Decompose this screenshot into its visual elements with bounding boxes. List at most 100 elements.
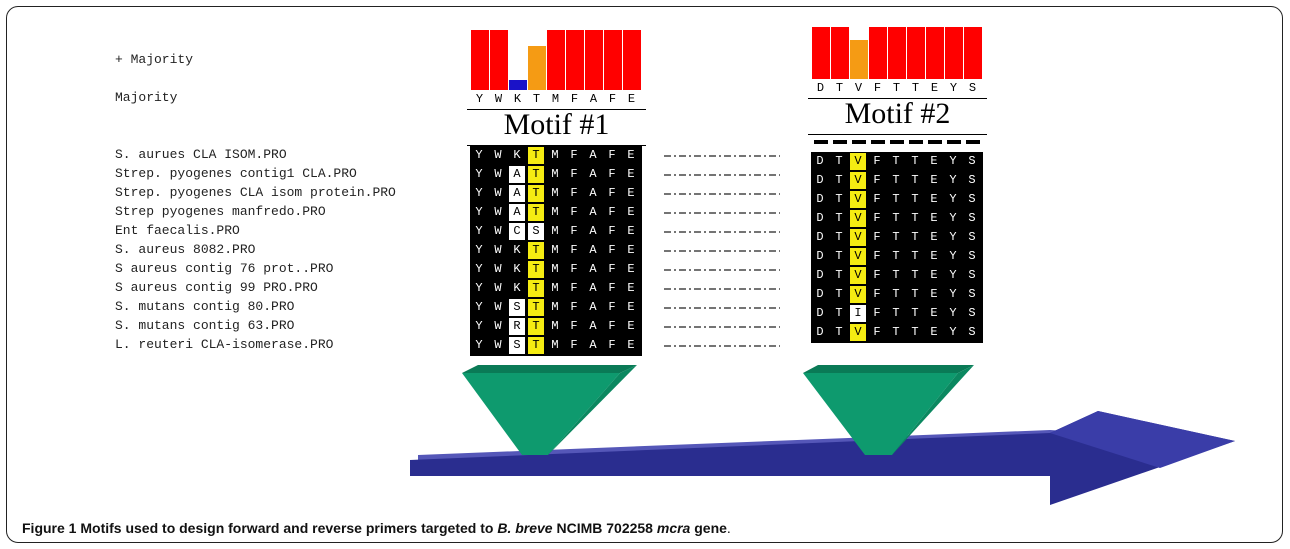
- residue-cell: A: [585, 166, 601, 183]
- residue-cell: S: [964, 229, 980, 246]
- caption-text-1: Motifs used to design forward and revers…: [76, 520, 498, 536]
- residue-cell: T: [528, 147, 544, 164]
- sequence-name: Strep pyogenes manfredo.PRO: [115, 204, 326, 219]
- residue-cell: F: [869, 286, 885, 303]
- residue-cell: T: [907, 172, 923, 189]
- residue-cell: F: [869, 324, 885, 341]
- sequence-name: S. mutans contig 63.PRO: [115, 318, 295, 333]
- residue-cell: T: [888, 267, 904, 284]
- gap-dash: [871, 140, 885, 144]
- residue-cell: V: [850, 267, 866, 284]
- residue-cell: T: [888, 286, 904, 303]
- residue-cell: W: [490, 261, 506, 278]
- residue-cell: A: [585, 204, 601, 221]
- residue-cell: A: [509, 166, 525, 183]
- residue-cell: V: [850, 286, 866, 303]
- conservation-bar: [888, 27, 906, 79]
- residue-cell: M: [547, 337, 563, 354]
- residue-cell: M: [547, 204, 563, 221]
- residue-cell: E: [623, 261, 639, 278]
- residue-cell: F: [869, 191, 885, 208]
- residue-cell: W: [490, 204, 506, 221]
- residue-cell: Y: [945, 153, 961, 170]
- consensus-letter: W: [494, 92, 503, 106]
- residue-cell: V: [850, 324, 866, 341]
- residue-cell: D: [812, 229, 828, 246]
- conservation-bar: [850, 40, 868, 79]
- residue-cell: T: [831, 324, 847, 341]
- residue-cell: A: [585, 261, 601, 278]
- caption-text-2: NCIMB 702258: [552, 520, 657, 536]
- residue-cell: F: [566, 223, 582, 240]
- conservation-bar: [831, 27, 849, 79]
- residue-cell: M: [547, 166, 563, 183]
- consensus-letter: F: [873, 81, 882, 95]
- residue-cell: T: [528, 204, 544, 221]
- residue-cell: A: [509, 204, 525, 221]
- residue-cell: D: [812, 210, 828, 227]
- residue-cell: V: [850, 248, 866, 265]
- residue-cell: F: [869, 267, 885, 284]
- residue-cell: S: [509, 337, 525, 354]
- motif-title: Motif #2: [844, 97, 951, 130]
- residue-cell: E: [623, 223, 639, 240]
- residue-cell: F: [604, 318, 620, 335]
- residue-cell: E: [623, 337, 639, 354]
- consensus-letter: T: [532, 92, 541, 106]
- residue-cell: M: [547, 261, 563, 278]
- residue-cell: V: [850, 210, 866, 227]
- residue-cell: E: [926, 210, 942, 227]
- residue-cell: Y: [945, 210, 961, 227]
- residue-cell: E: [623, 299, 639, 316]
- residue-cell: T: [831, 286, 847, 303]
- residue-cell: T: [831, 248, 847, 265]
- residue-cell: F: [566, 337, 582, 354]
- conservation-bar: [585, 30, 603, 90]
- residue-cell: T: [907, 191, 923, 208]
- sequence-name: Strep. pyogenes CLA isom protein.PRO: [115, 185, 396, 200]
- gene-arrow-head-light: [1050, 411, 1235, 468]
- residue-cell: E: [926, 229, 942, 246]
- residue-cell: W: [490, 299, 506, 316]
- residue-cell: F: [566, 166, 582, 183]
- residue-cell: F: [566, 299, 582, 316]
- residue-cell: W: [490, 318, 506, 335]
- funnel-2-top: [803, 365, 974, 373]
- residue-cell: W: [490, 223, 506, 240]
- residue-cell: F: [869, 172, 885, 189]
- consensus-letter: T: [835, 81, 844, 95]
- consensus-letter: V: [854, 81, 863, 95]
- residue-cell: S: [964, 305, 980, 322]
- caption-prefix: Figure 1: [22, 520, 77, 536]
- sequence-name: S. aureus 8082.PRO: [115, 242, 256, 257]
- residue-cell: I: [850, 305, 866, 322]
- residue-cell: A: [585, 318, 601, 335]
- residue-cell: A: [585, 280, 601, 297]
- consensus-letter: T: [911, 81, 920, 95]
- residue-cell: Y: [471, 166, 487, 183]
- residue-cell: W: [490, 147, 506, 164]
- residue-cell: Y: [945, 286, 961, 303]
- residue-cell: T: [907, 229, 923, 246]
- residue-cell: S: [964, 248, 980, 265]
- residue-cell: F: [604, 299, 620, 316]
- residue-cell: K: [509, 280, 525, 297]
- residue-cell: Y: [945, 191, 961, 208]
- funnel-1-side: [548, 365, 637, 455]
- conservation-bar: [471, 30, 489, 90]
- residue-cell: C: [509, 223, 525, 240]
- residue-cell: S: [528, 223, 544, 240]
- residue-cell: E: [623, 280, 639, 297]
- residue-cell: E: [926, 267, 942, 284]
- residue-cell: W: [490, 242, 506, 259]
- conservation-bar: [528, 46, 546, 90]
- residue-cell: T: [907, 305, 923, 322]
- residue-cell: F: [566, 261, 582, 278]
- residue-cell: S: [964, 324, 980, 341]
- residue-cell: T: [831, 153, 847, 170]
- residue-cell: F: [566, 185, 582, 202]
- residue-cell: T: [888, 172, 904, 189]
- consensus-letter: M: [551, 92, 560, 106]
- title-underline: [467, 145, 646, 146]
